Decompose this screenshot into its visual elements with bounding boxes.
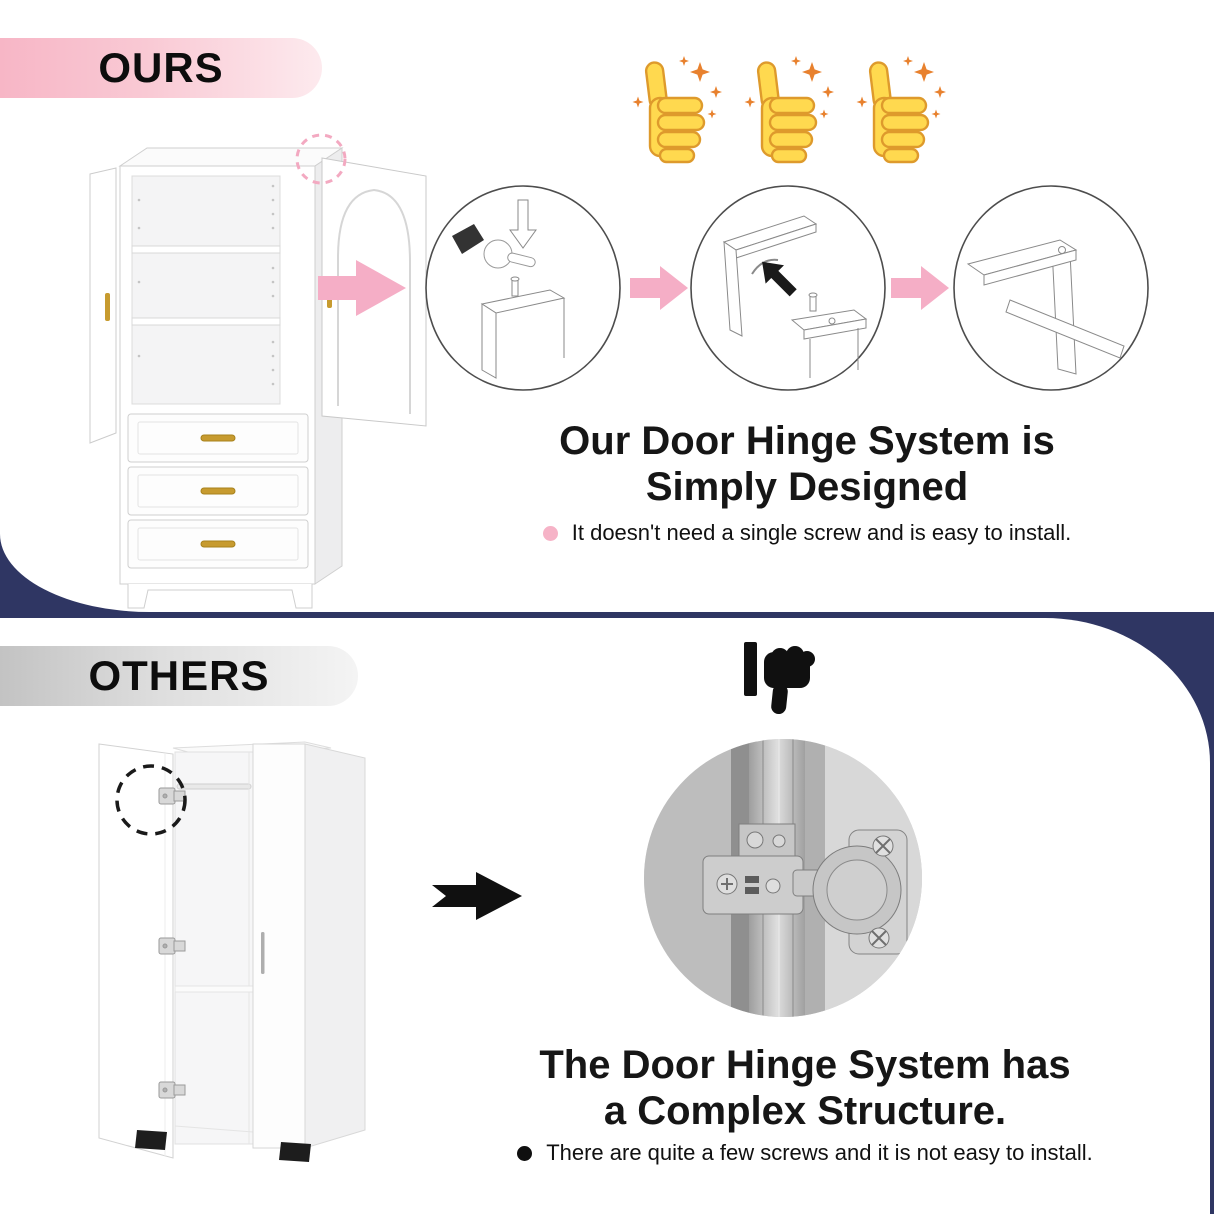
wardrobe-feet xyxy=(135,1130,311,1162)
thumbs-up-icon xyxy=(633,56,723,162)
others-heading-line2: a Complex Structure. xyxy=(603,1089,1007,1133)
others-badge: OTHERS xyxy=(0,646,358,706)
hinge-install-steps xyxy=(425,185,1149,391)
black-bullet-dot xyxy=(517,1145,533,1161)
hinge-install-step-1 xyxy=(425,185,621,391)
pink-dashed-circle xyxy=(295,133,347,185)
door-handle xyxy=(261,932,265,974)
shelf-pin-holes xyxy=(137,184,275,386)
ours-badge: OURS xyxy=(0,38,322,98)
hinge-pin xyxy=(809,295,817,312)
thumbs-up-icon xyxy=(745,56,835,162)
thumbs-up-icon xyxy=(857,56,947,162)
ours-bullet-text: It doesn't need a single screw and is ea… xyxy=(571,520,1072,545)
pink-arrow-right-icon xyxy=(318,260,406,316)
hinge-closeup-photo xyxy=(644,739,922,1017)
thumbs-down-icon xyxy=(744,642,815,715)
pink-bullet-dot xyxy=(542,525,558,541)
ours-bullet: It doesn't need a single screw and is ea… xyxy=(430,520,1184,546)
black-arrow-up-left-icon xyxy=(762,261,797,297)
others-bullet: There are quite a few screws and it is n… xyxy=(420,1140,1190,1166)
section-ours: OURS xyxy=(0,0,1214,612)
ours-wardrobe-illustration xyxy=(89,133,427,609)
others-heading: The Door Hinge System has a Complex Stru… xyxy=(420,1042,1190,1134)
down-arrow-icon xyxy=(509,199,537,249)
ours-heading-line1: Our Door Hinge System is xyxy=(559,419,1055,463)
hinge-hardware xyxy=(158,787,186,1099)
others-bullet-text: There are quite a few screws and it is n… xyxy=(546,1140,1093,1165)
hinge-pin xyxy=(511,279,519,297)
hand-press-icon xyxy=(452,224,536,269)
pink-arrow-right-icon xyxy=(891,266,949,310)
gold-handle xyxy=(105,293,110,321)
ours-badge-label: OURS xyxy=(98,44,224,91)
pink-arrow-right-icon xyxy=(630,266,688,310)
others-wardrobe-illustration xyxy=(98,741,366,1162)
others-badge-label: OTHERS xyxy=(88,652,270,699)
ours-heading-line2: Simply Designed xyxy=(645,465,969,509)
section-others: OTHERS xyxy=(0,618,1210,1214)
black-arrow-right-icon xyxy=(432,872,522,920)
thumbs-up-row xyxy=(622,52,958,168)
drawers xyxy=(127,413,309,569)
hinge-install-step-2 xyxy=(690,185,886,391)
others-heading-line1: The Door Hinge System has xyxy=(539,1043,1071,1087)
hinge-install-step-3 xyxy=(953,185,1149,391)
black-dashed-circle xyxy=(115,764,187,836)
hanging-rod xyxy=(176,783,252,790)
ours-heading: Our Door Hinge System is Simply Designed xyxy=(430,418,1184,510)
